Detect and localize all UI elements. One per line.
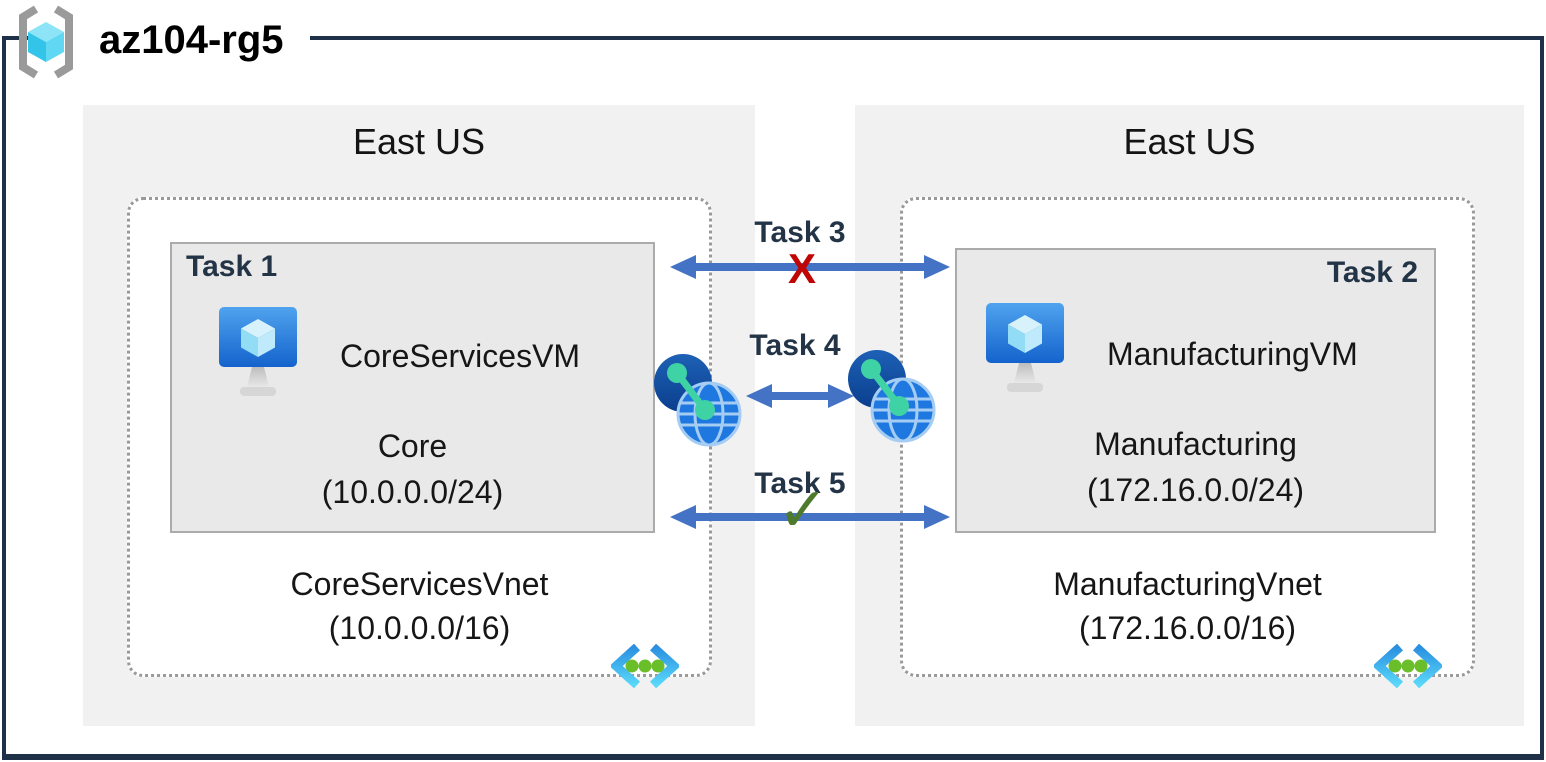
- virtual-machine-icon: [219, 307, 297, 396]
- allowed-check-marker: ✓: [777, 473, 829, 546]
- region-name: East US: [1123, 121, 1256, 162]
- task-1-label: Task 1: [186, 250, 278, 283]
- resource-group-frame: [2, 36, 1544, 760]
- vnet-name: ManufacturingVnet: [1053, 566, 1322, 602]
- virtual-machine-icon: [986, 303, 1064, 392]
- virtual-network-icon: [1374, 644, 1442, 688]
- subnet-name: Core: [377, 428, 448, 464]
- resource-group-icon: [19, 5, 73, 79]
- vnet-label: CoreServicesVnet (10.0.0.0/16): [130, 562, 709, 650]
- vm-name: ManufacturingVM: [1107, 336, 1358, 372]
- vnet-cidr: (172.16.0.0/16): [1078, 610, 1297, 646]
- subnet-cidr: (172.16.0.0/24): [1086, 472, 1305, 508]
- vnet-box-manufacturing: Task 2 ManufacturingVM Manufacturing (17…: [900, 197, 1475, 688]
- region-name: East US: [352, 121, 486, 162]
- region-east-us-right: East US Task 2 ManufacturingVM Manufactu…: [855, 105, 1524, 726]
- task-2-label: Task 2: [1326, 256, 1418, 289]
- vnet-peering-icon: [848, 350, 936, 443]
- subnet-box-core: Task 1 CoreServicesVM Core (10.0.0.0/24): [170, 242, 655, 533]
- vnet-name: CoreServicesVnet: [290, 566, 549, 602]
- vnet-peering-icon: [654, 354, 742, 447]
- resource-group-titlebar: az104-rg5: [33, 14, 310, 66]
- page-title: az104-rg5: [99, 17, 284, 62]
- region-east-us-left: East US Task 1 CoreServicesVM Core (10.0…: [83, 105, 755, 726]
- vnet-cidr: (10.0.0.0/16): [328, 610, 511, 646]
- task-5-label: Task 5: [754, 467, 846, 500]
- vnet-box-coreservices: Task 1 CoreServicesVM Core (10.0.0.0/24)…: [127, 197, 712, 688]
- vm-name: CoreServicesVM: [340, 338, 581, 374]
- subnet-cidr: (10.0.0.0/24): [321, 474, 504, 510]
- subnet-name: Manufacturing: [1094, 426, 1297, 462]
- task-4-label: Task 4: [749, 329, 841, 362]
- task-3-label: Task 3: [754, 216, 846, 249]
- subnet-box-manufacturing: Task 2 ManufacturingVM Manufacturing (17…: [955, 248, 1436, 533]
- vnet-label: ManufacturingVnet (172.16.0.0/16): [903, 562, 1472, 650]
- virtual-network-icon: [611, 644, 679, 688]
- blocked-x-marker: X: [787, 245, 816, 292]
